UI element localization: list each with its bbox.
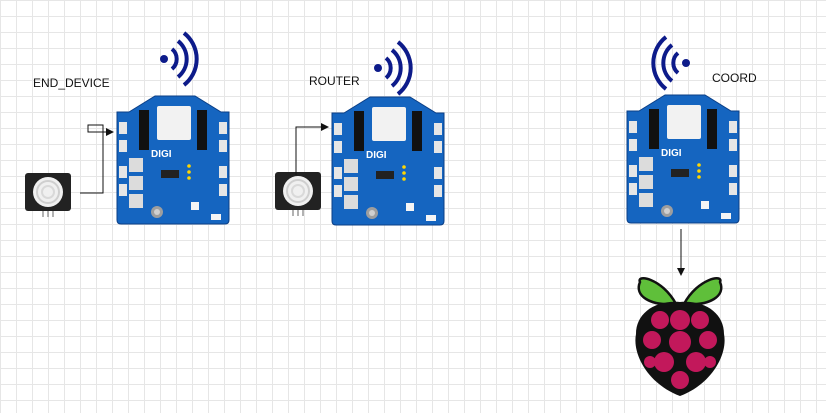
end-device-label: END_DEVICE	[33, 76, 110, 90]
router-wifi-icon	[372, 40, 413, 96]
end-device-sensor-icon	[24, 172, 72, 218]
coord-label: COORD	[712, 71, 757, 85]
end-device-wifi-icon	[158, 31, 199, 87]
end-device-board: DIGI	[116, 95, 230, 225]
end-device-connector	[80, 124, 114, 194]
router-connector	[295, 123, 329, 175]
router-board-logo: DIGI	[366, 150, 387, 161]
raspberry-pi-icon	[635, 277, 725, 396]
router-label: ROUTER	[309, 74, 360, 88]
coord-wifi-icon	[651, 35, 692, 91]
router-sensor-icon	[274, 171, 322, 217]
end-device-board-logo: DIGI	[151, 149, 172, 160]
coord-board: DIGI	[626, 94, 740, 224]
router-board: DIGI	[331, 96, 445, 226]
coord-board-logo: DIGI	[661, 148, 682, 159]
